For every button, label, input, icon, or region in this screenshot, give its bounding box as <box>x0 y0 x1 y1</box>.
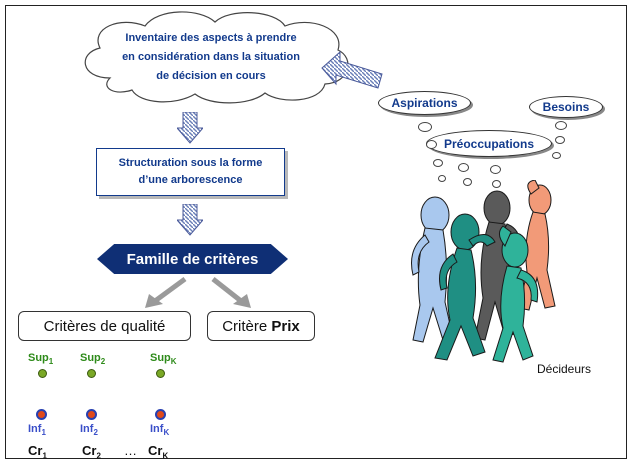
cr-label-1: Cr1 <box>28 443 47 461</box>
thought-dot <box>555 121 567 130</box>
thought-dot <box>552 152 561 159</box>
thought-dot <box>418 122 432 132</box>
prix-prefix: Critère <box>222 317 272 335</box>
structuration-line-1: Structuration sous la forme <box>118 157 263 169</box>
besoins-label: Besoins <box>542 100 590 114</box>
thought-dot <box>490 165 501 174</box>
sup-dot-1 <box>38 369 47 378</box>
sup-dot-k <box>156 369 165 378</box>
inf-dot-2 <box>86 409 97 420</box>
thought-dot <box>433 159 443 167</box>
cloud-text: Inventaire des aspects à prendre en cons… <box>100 29 322 86</box>
famille-de-criteres-banner: Famille de critères <box>97 244 288 274</box>
prix-bold: Prix <box>271 317 300 335</box>
cloud-line-1: Inventaire des aspects à prendre <box>125 32 297 44</box>
thought-dot <box>438 175 446 182</box>
cr-ellipsis: … <box>124 443 137 458</box>
besoins-bubble: Besoins <box>529 96 603 118</box>
arrow-to-cloud-icon <box>321 50 383 89</box>
cloud-line-3: de décision en cours <box>156 70 266 82</box>
slide-frame <box>5 5 627 459</box>
thought-dot <box>492 180 501 188</box>
sup-dot-2 <box>87 369 96 378</box>
structuration-line-2: d’une arborescence <box>138 174 243 186</box>
thought-dot <box>555 136 565 144</box>
preoccupations-bubble: Préoccupations <box>426 130 552 157</box>
inf-label-1: Inf1 <box>28 423 46 438</box>
sup-label-k: SupK <box>150 352 177 367</box>
down-arrow-1-icon <box>177 112 203 144</box>
structuration-box: Structuration sous la forme d’une arbore… <box>96 148 285 196</box>
thought-dot <box>463 178 472 186</box>
thought-dot <box>458 163 469 172</box>
decideurs-label: Décideurs <box>537 362 592 376</box>
sup-label-1: Sup1 <box>28 352 54 367</box>
critere-prix-box: Critère Prix <box>207 311 315 341</box>
down-arrow-2-icon <box>177 204 203 236</box>
split-arrows-icon <box>145 276 251 308</box>
criteres-qualite-box: Critères de qualité <box>18 311 191 341</box>
cr-label-k: CrK <box>148 443 169 461</box>
aspirations-bubble: Aspirations <box>378 91 471 115</box>
inf-dot-1 <box>36 409 47 420</box>
aspirations-label: Aspirations <box>391 96 458 110</box>
inf-label-2: Inf2 <box>80 423 98 438</box>
sup-label-2: Sup2 <box>80 352 106 367</box>
inf-label-k: InfK <box>150 423 170 438</box>
cr-label-2: Cr2 <box>82 443 101 461</box>
preoccupations-label: Préoccupations <box>443 136 535 151</box>
qualite-label: Critères de qualité <box>43 317 166 335</box>
thought-dot <box>426 140 437 149</box>
cloud-shape <box>84 11 349 104</box>
inf-dot-k <box>155 409 166 420</box>
famille-label: Famille de critères <box>126 250 259 268</box>
decideurs-figures-icon <box>411 180 556 363</box>
cloud-line-2: en considération dans la situation <box>122 51 300 63</box>
